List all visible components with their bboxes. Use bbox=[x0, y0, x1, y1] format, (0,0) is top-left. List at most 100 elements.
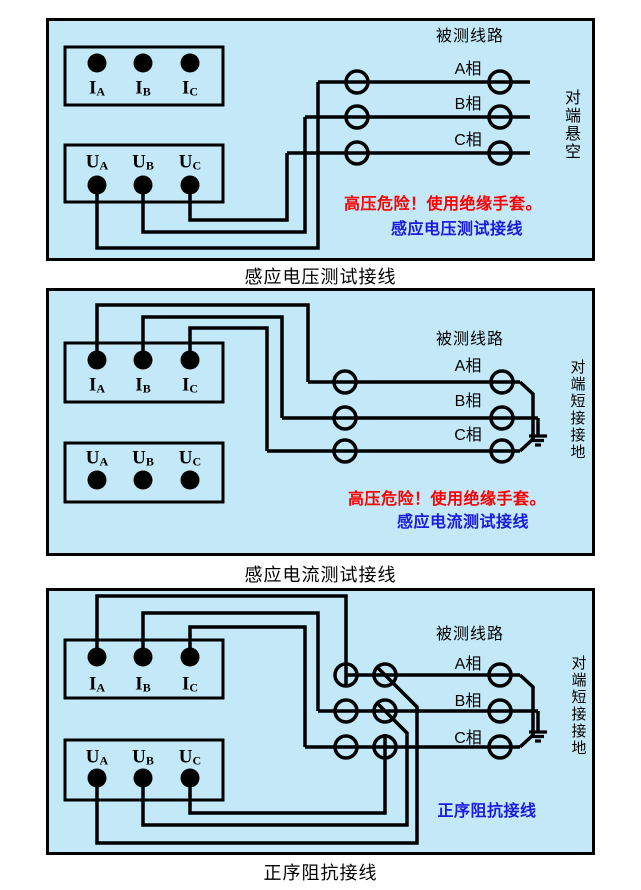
clamp-circle bbox=[332, 405, 358, 431]
ground-symbol bbox=[529, 711, 547, 743]
warning-text: 高压危险！使用绝缘手套。 bbox=[343, 196, 543, 213]
phase-label-c: C相 bbox=[454, 132, 482, 149]
clamp-circle bbox=[344, 140, 370, 166]
phase-label-a: A相 bbox=[454, 358, 482, 375]
wire-ua-to-clamp-a bbox=[95, 664, 419, 845]
terminal-label-ub: UB bbox=[132, 746, 154, 768]
terminal-label-ua: UA bbox=[85, 151, 109, 173]
wire-ua-to-phase-a bbox=[95, 82, 320, 250]
clamp-circle bbox=[489, 438, 515, 464]
terminal-label-ua: UA bbox=[85, 746, 109, 768]
wiring-diagram-current-svg bbox=[46, 288, 595, 556]
wire-uc-to-clamp-c bbox=[188, 734, 387, 815]
clamp-circle bbox=[487, 140, 513, 166]
wire-ic-to-phase-c bbox=[188, 326, 269, 451]
wire-ic-to-clamp-c bbox=[188, 625, 307, 747]
terminal-dot-ub bbox=[133, 470, 153, 490]
far-end-note: 对端悬空 bbox=[562, 89, 579, 161]
clamp-circles bbox=[344, 69, 513, 166]
diagram-subtitle: 正序阻抗接线 bbox=[437, 803, 537, 820]
terminal-dot-ia bbox=[87, 53, 107, 73]
diagram-subtitle: 感应电压测试接线 bbox=[390, 221, 524, 238]
terminal-dot-ub bbox=[133, 768, 153, 788]
terminal-dot-ub bbox=[133, 175, 153, 195]
terminal-label-ua: UA bbox=[85, 447, 109, 469]
phase-label-b: B相 bbox=[454, 96, 482, 113]
terminal-dot-uc bbox=[180, 768, 200, 788]
diagram-header: 被测线路 bbox=[435, 28, 505, 45]
clamp-circle bbox=[489, 405, 515, 431]
terminal-dots bbox=[87, 350, 200, 490]
terminal-label-uc: UC bbox=[178, 151, 202, 173]
wires bbox=[95, 303, 538, 453]
clamp-circle bbox=[344, 69, 370, 95]
short-circuit-link bbox=[518, 673, 535, 749]
terminal-label-ib: IB bbox=[135, 374, 151, 396]
terminal-dot-ib bbox=[133, 53, 153, 73]
wire-ia-to-phase-a bbox=[95, 303, 310, 382]
diagram-subtitle: 感应电流测试接线 bbox=[396, 514, 530, 531]
terminal-dot-ic bbox=[180, 53, 200, 73]
terminal-label-ic: IC bbox=[181, 77, 199, 99]
terminal-dot-ua bbox=[87, 175, 107, 195]
wire-ia-to-clamp-a bbox=[95, 594, 348, 687]
short-circuit-link bbox=[518, 380, 535, 453]
clamp-circle bbox=[487, 698, 513, 724]
terminal-label-ub: UB bbox=[132, 447, 154, 469]
terminal-label-ib: IB bbox=[135, 77, 151, 99]
wire-ub-to-clamp-b bbox=[141, 700, 409, 827]
terminal-dot-ib bbox=[133, 350, 153, 370]
panel-caption-impedance: 正序阻抗接线 bbox=[263, 863, 378, 883]
ground-symbol bbox=[529, 418, 547, 447]
terminal-label-ic: IC bbox=[181, 374, 199, 396]
clamp-circle bbox=[489, 369, 515, 395]
terminal-dot-ia bbox=[87, 350, 107, 370]
clamp-circles bbox=[332, 369, 515, 464]
panel-induction-voltage-test: IA IB IC UA UB UC 被测线路 A相 B相 C相 高压危险！使用绝… bbox=[46, 18, 595, 261]
wiring-diagram-voltage-svg bbox=[46, 18, 595, 261]
far-end-note: 对端短接接地 bbox=[568, 359, 586, 461]
phase-label-a: A相 bbox=[454, 656, 482, 673]
terminal-box-current bbox=[63, 45, 225, 107]
terminal-dot-ib bbox=[133, 647, 153, 667]
clamp-circle bbox=[332, 438, 358, 464]
terminal-dot-ua bbox=[87, 768, 107, 788]
terminal-label-ic: IC bbox=[181, 673, 199, 695]
wiring-diagram-impedance-svg bbox=[46, 588, 595, 855]
panel-border bbox=[46, 288, 595, 556]
voltage-clamp-circle-b bbox=[372, 698, 398, 724]
phase-label-a: A相 bbox=[454, 61, 482, 78]
clamp-circle bbox=[487, 734, 513, 760]
terminal-label-uc: UC bbox=[178, 447, 202, 469]
terminal-label-ia: IA bbox=[88, 673, 106, 695]
terminal-label-uc: UC bbox=[178, 746, 202, 768]
terminal-label-ub: UB bbox=[132, 151, 154, 173]
terminal-dot-ic bbox=[180, 350, 200, 370]
clamp-circles bbox=[333, 662, 513, 760]
voltage-clamp-circle-c bbox=[372, 734, 398, 760]
panel-caption-current: 感应电流测试接线 bbox=[244, 565, 397, 585]
terminal-dot-ic bbox=[180, 647, 200, 667]
current-clamp-circle-c bbox=[333, 734, 359, 760]
wire-ib-to-clamp-b bbox=[141, 611, 320, 711]
terminal-dots bbox=[87, 53, 200, 195]
phase-label-c: C相 bbox=[454, 730, 482, 747]
terminal-dot-uc bbox=[180, 175, 200, 195]
clamp-circle bbox=[332, 369, 358, 395]
panel-positive-sequence-impedance: IA IB IC UA UB UC 被测线路 A相 B相 C相 正序阻抗接线 对… bbox=[46, 588, 595, 855]
panel-border bbox=[46, 588, 595, 855]
diagram-header: 被测线路 bbox=[435, 626, 505, 643]
panel-induction-current-test: IA IB IC UA UB UC 被测线路 A相 B相 C相 高压危险！使用绝… bbox=[46, 288, 595, 556]
panel-border bbox=[46, 18, 595, 261]
terminal-dot-ua bbox=[87, 470, 107, 490]
terminal-label-ia: IA bbox=[88, 77, 106, 99]
terminal-dot-ia bbox=[87, 647, 107, 667]
terminal-dot-uc bbox=[180, 470, 200, 490]
terminal-label-ib: IB bbox=[135, 673, 151, 695]
wire-ub-to-phase-b bbox=[141, 117, 307, 234]
wire-uc-to-phase-c bbox=[188, 153, 289, 222]
current-clamp-circle-b bbox=[333, 698, 359, 724]
far-end-note: 对端短接接地 bbox=[569, 655, 587, 757]
panel-caption-voltage: 感应电压测试接线 bbox=[244, 267, 397, 287]
